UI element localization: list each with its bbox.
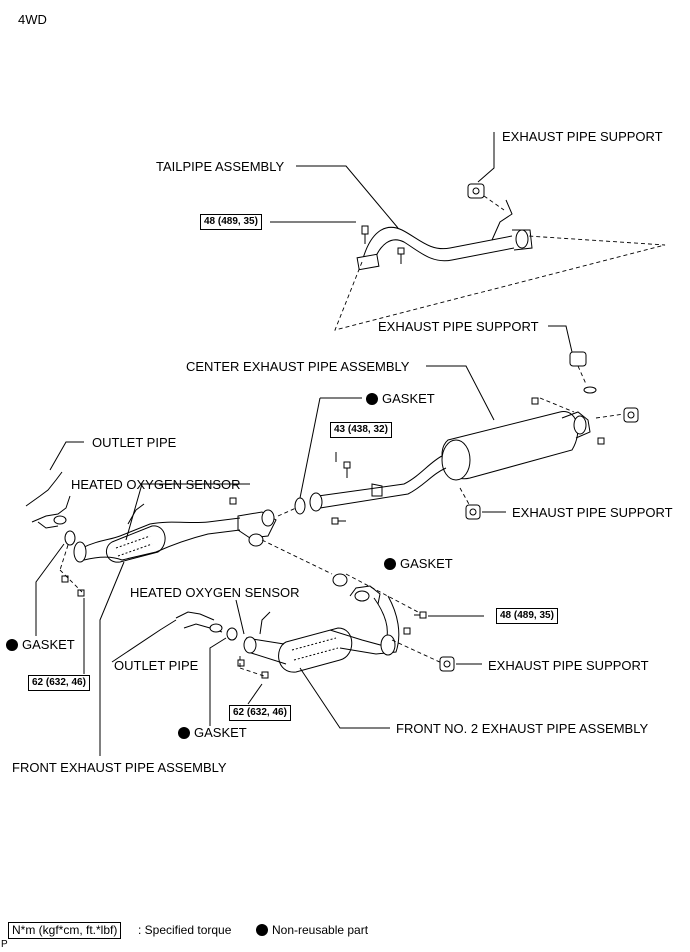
- label-exhaust-pipe-support-right: EXHAUST PIPE SUPPORT: [512, 505, 673, 520]
- corner-mark: P: [1, 939, 8, 950]
- gasket-left-text: GASKET: [22, 637, 75, 652]
- gasket-low-drawing: [226, 627, 238, 641]
- label-outlet-pipe-left: OUTLET PIPE: [92, 435, 177, 450]
- label-gasket-center: GASKET: [366, 391, 435, 406]
- torque-tailpipe: 48 (489, 35): [200, 214, 262, 230]
- support-right-drawing: [595, 407, 639, 423]
- gasket-center-text: GASKET: [382, 391, 435, 406]
- label-heated-oxygen-sensor-right: HEATED OXYGEN SENSOR: [130, 585, 300, 600]
- nonreusable-dot-icon: [6, 639, 18, 651]
- label-gasket-low: GASKET: [178, 725, 247, 740]
- label-exhaust-pipe-support-top: EXHAUST PIPE SUPPORT: [502, 129, 663, 144]
- label-outlet-pipe-right: OUTLET PIPE: [114, 658, 199, 673]
- legend-torque-desc: : Specified torque: [138, 923, 232, 937]
- label-front-exhaust-pipe-assembly: FRONT EXHAUST PIPE ASSEMBLY: [12, 760, 227, 775]
- nonreusable-dot-icon: [178, 727, 190, 739]
- support-low-drawing: [439, 656, 455, 672]
- label-center-exhaust-pipe-assembly: CENTER EXHAUST PIPE ASSEMBLY: [186, 359, 410, 374]
- front-no2-pipe-drawing: [237, 573, 427, 679]
- front-pipe-drawing: [61, 497, 277, 597]
- torque-front-right: 62 (632, 46): [229, 705, 291, 721]
- label-exhaust-pipe-support-low: EXHAUST PIPE SUPPORT: [488, 658, 649, 673]
- label-gasket-left: GASKET: [6, 637, 75, 652]
- support-lower-drawing: [459, 487, 481, 520]
- legend-nonreusable-text: Non-reusable part: [272, 923, 369, 937]
- label-front-no2-exhaust-pipe-assembly: FRONT NO. 2 EXHAUST PIPE ASSEMBLY: [396, 721, 649, 736]
- support-mid-drawing: [569, 351, 597, 394]
- outlet-pipe-right-drawing: [175, 611, 223, 633]
- label-exhaust-pipe-support-mid: EXHAUST PIPE SUPPORT: [378, 319, 539, 334]
- legend-nonreusable: Non-reusable part: [256, 923, 368, 938]
- variant-label: 4WD: [18, 12, 47, 27]
- torque-front-left: 62 (632, 46): [28, 675, 90, 691]
- label-gasket-mid: GASKET: [384, 556, 453, 571]
- label-heated-oxygen-sensor-left: HEATED OXYGEN SENSOR: [71, 477, 241, 492]
- gasket-left-drawing: [64, 530, 76, 546]
- gasket-low-text: GASKET: [194, 725, 247, 740]
- center-pipe-drawing: [309, 397, 605, 525]
- torque-front-no2: 48 (489, 35): [496, 608, 558, 624]
- outlet-pipe-left-drawing: [25, 471, 71, 529]
- gasket-center-drawing: [294, 497, 306, 515]
- torque-center: 43 (438, 32): [330, 422, 392, 438]
- nonreusable-dot-icon: [384, 558, 396, 570]
- nonreusable-dot-icon: [256, 924, 268, 936]
- gasket-mid-text: GASKET: [400, 556, 453, 571]
- label-tailpipe-assembly: TAILPIPE ASSEMBLY: [156, 159, 285, 174]
- legend-torque-box: N*m (kgf*cm, ft.*lbf): [8, 922, 122, 939]
- tailpipe-assembly-drawing: [356, 199, 533, 271]
- support-top-drawing: [467, 183, 485, 199]
- nonreusable-dot-icon: [366, 393, 378, 405]
